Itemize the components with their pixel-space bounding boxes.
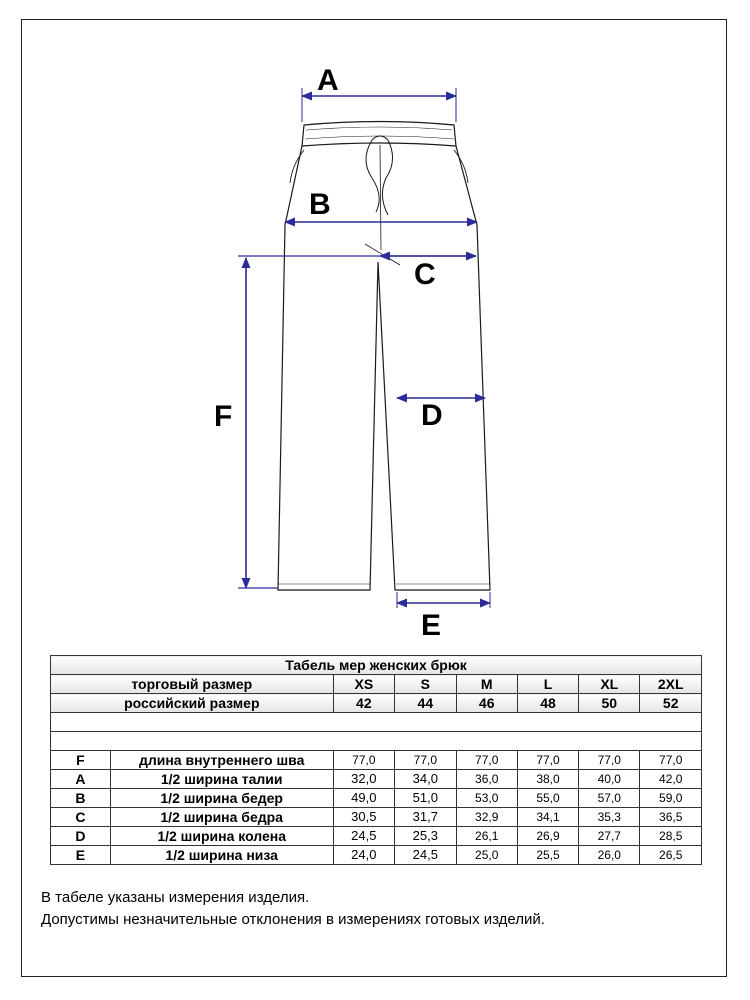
size-cell: XS bbox=[332, 674, 396, 694]
row-code: A bbox=[50, 769, 111, 789]
value-cell: 32,9 bbox=[455, 807, 518, 827]
value-cell: 25,3 bbox=[394, 826, 457, 846]
size-cell: 42 bbox=[332, 693, 396, 713]
value-cell: 24,5 bbox=[332, 826, 396, 846]
value-cell: 40,0 bbox=[578, 769, 641, 789]
value-cell: 26,9 bbox=[516, 826, 580, 846]
size-cell: 2XL bbox=[639, 674, 702, 694]
value-cell: 77,0 bbox=[516, 750, 580, 770]
label-d: D bbox=[421, 399, 443, 432]
value-cell: 27,7 bbox=[578, 826, 641, 846]
value-cell: 77,0 bbox=[332, 750, 396, 770]
value-cell: 51,0 bbox=[394, 788, 457, 808]
label-e: E bbox=[421, 609, 442, 642]
size-cell: S bbox=[394, 674, 457, 694]
table-row: B 1/2 ширина бедер 49,0 51,0 53,0 55,0 5… bbox=[50, 788, 702, 808]
row-name: 1/2 ширина бедер bbox=[109, 788, 334, 808]
value-cell: 38,0 bbox=[516, 769, 580, 789]
value-cell: 35,3 bbox=[578, 807, 641, 827]
trade-size-row: торговый размер XS S M L XL 2XL bbox=[50, 674, 702, 694]
size-cell: XL bbox=[578, 674, 641, 694]
value-cell: 55,0 bbox=[516, 788, 580, 808]
value-cell: 26,1 bbox=[455, 826, 518, 846]
row-name: 1/2 ширина низа bbox=[109, 845, 334, 865]
label-c: C bbox=[414, 258, 436, 291]
value-cell: 53,0 bbox=[455, 788, 518, 808]
size-cell: 52 bbox=[639, 693, 702, 713]
value-cell: 24,5 bbox=[394, 845, 457, 865]
value-cell: 25,0 bbox=[455, 845, 518, 865]
value-cell: 25,5 bbox=[516, 845, 580, 865]
table-row: D 1/2 ширина колена 24,5 25,3 26,1 26,9 … bbox=[50, 826, 702, 846]
size-cell: 46 bbox=[455, 693, 518, 713]
size-cell: 50 bbox=[578, 693, 641, 713]
trade-size-label: торговый размер bbox=[50, 674, 334, 694]
note-line-1: В табеле указаны измерения изделия. bbox=[41, 889, 310, 906]
table-row: F длина внутреннего шва 77,0 77,0 77,0 7… bbox=[50, 750, 702, 770]
trousers-technical-drawing bbox=[238, 88, 492, 608]
size-cell: M bbox=[455, 674, 518, 694]
size-cell: 48 bbox=[516, 693, 580, 713]
table-row: C 1/2 ширина бедра 30,5 31,7 32,9 34,1 3… bbox=[50, 807, 702, 827]
value-cell: 57,0 bbox=[578, 788, 641, 808]
row-code: E bbox=[50, 845, 111, 865]
page-frame bbox=[21, 19, 727, 977]
label-b: B bbox=[309, 188, 331, 221]
row-code: D bbox=[50, 826, 111, 846]
value-cell: 28,5 bbox=[639, 826, 702, 846]
value-cell: 77,0 bbox=[455, 750, 518, 770]
row-code: F bbox=[50, 750, 111, 770]
value-cell: 77,0 bbox=[639, 750, 702, 770]
value-cell: 49,0 bbox=[332, 788, 396, 808]
dimension-lines bbox=[238, 88, 492, 608]
size-cell: L bbox=[516, 674, 580, 694]
spacer-row bbox=[50, 712, 702, 732]
value-cell: 36,0 bbox=[455, 769, 518, 789]
value-cell: 30,5 bbox=[332, 807, 396, 827]
table-row: A 1/2 ширина талии 32,0 34,0 36,0 38,0 4… bbox=[50, 769, 702, 789]
value-cell: 77,0 bbox=[394, 750, 457, 770]
label-a: A bbox=[317, 64, 339, 97]
table-row: E 1/2 ширина низа 24,0 24,5 25,0 25,5 26… bbox=[50, 845, 702, 865]
row-name: 1/2 ширина талии bbox=[109, 769, 334, 789]
row-name: 1/2 ширина бедра bbox=[109, 807, 334, 827]
value-cell: 42,0 bbox=[639, 769, 702, 789]
value-cell: 24,0 bbox=[332, 845, 396, 865]
row-name: 1/2 ширина колена bbox=[109, 826, 334, 846]
trousers-outline bbox=[277, 120, 491, 591]
label-f: F bbox=[214, 400, 233, 433]
value-cell: 34,1 bbox=[516, 807, 580, 827]
spacer-row bbox=[50, 731, 702, 751]
row-code: C bbox=[50, 807, 111, 827]
value-cell: 34,0 bbox=[394, 769, 457, 789]
size-chart-table: Табель мер женских брюк торговый размер … bbox=[50, 655, 702, 865]
value-cell: 77,0 bbox=[578, 750, 641, 770]
ru-size-label: российский размер bbox=[50, 693, 334, 713]
table-title: Табель мер женских брюк bbox=[50, 655, 702, 675]
value-cell: 32,0 bbox=[332, 769, 396, 789]
measurement-notes: В табеле указаны измерения изделия. Допу… bbox=[41, 887, 545, 931]
value-cell: 31,7 bbox=[394, 807, 457, 827]
row-name: длина внутреннего шва bbox=[109, 750, 334, 770]
value-cell: 36,5 bbox=[639, 807, 702, 827]
value-cell: 26,0 bbox=[578, 845, 641, 865]
value-cell: 26,5 bbox=[639, 845, 702, 865]
size-cell: 44 bbox=[394, 693, 457, 713]
value-cell: 59,0 bbox=[639, 788, 702, 808]
note-line-2: Допустимы незначительные отклонения в из… bbox=[41, 911, 545, 928]
ru-size-row: российский размер 42 44 46 48 50 52 bbox=[50, 693, 702, 713]
row-code: B bbox=[50, 788, 111, 808]
